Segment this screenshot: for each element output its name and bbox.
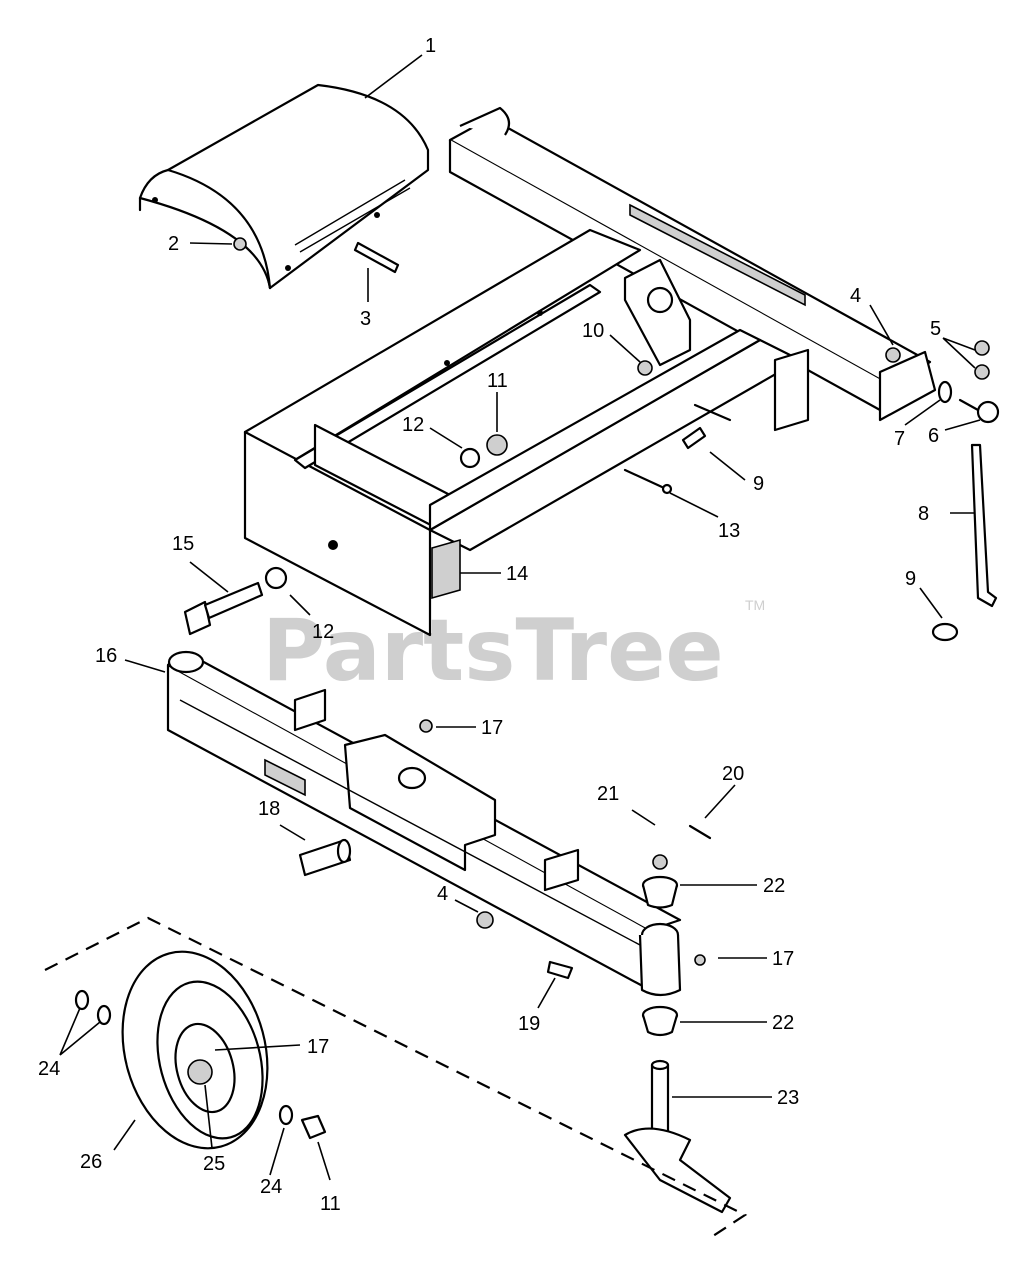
part-18-spacer xyxy=(298,838,352,877)
rear-axle-tube xyxy=(448,106,937,422)
callout-labels: 1 2 3 4 5 10 11 12 9 7 6 13 8 15 14 12 9… xyxy=(38,35,941,1215)
spindle-hardware xyxy=(419,719,712,1037)
part-8-rod xyxy=(970,443,998,608)
callout-17b: 17 xyxy=(772,948,794,970)
callout-10: 10 xyxy=(582,320,604,342)
callout-18: 18 xyxy=(258,798,280,820)
callout-20: 20 xyxy=(722,763,744,785)
hardware-small xyxy=(459,340,1000,495)
watermark-trademark: TM xyxy=(745,597,765,613)
part-2-nut xyxy=(233,237,247,251)
callout-12: 12 xyxy=(402,414,424,436)
part-23-spindle xyxy=(623,1059,732,1214)
callout-12b: 12 xyxy=(312,621,334,643)
part-16-front-axle xyxy=(166,650,682,997)
callout-5: 5 xyxy=(930,318,941,340)
callout-9b: 9 xyxy=(905,568,916,590)
callout-7: 7 xyxy=(894,428,905,450)
callout-3: 3 xyxy=(360,308,371,330)
callout-15: 15 xyxy=(172,533,194,555)
callout-1: 1 xyxy=(425,35,436,57)
callout-14: 14 xyxy=(506,563,528,585)
callout-17c: 17 xyxy=(307,1036,329,1058)
frame-box xyxy=(243,228,810,637)
callout-24b: 24 xyxy=(260,1176,282,1198)
part-1-cover xyxy=(138,83,430,290)
callout-24: 24 xyxy=(38,1058,60,1080)
callout-2: 2 xyxy=(168,233,179,255)
part-9-clip xyxy=(931,622,959,642)
callout-8: 8 xyxy=(918,503,929,525)
callout-26: 26 xyxy=(80,1151,102,1173)
callout-25: 25 xyxy=(203,1153,225,1175)
callout-23: 23 xyxy=(777,1087,799,1109)
callout-11: 11 xyxy=(487,370,508,392)
callout-4b: 4 xyxy=(437,883,448,905)
callout-22b: 22 xyxy=(772,1012,794,1034)
callout-11b: 11 xyxy=(320,1193,341,1215)
callout-13: 13 xyxy=(718,520,740,542)
part-15-bolt xyxy=(183,566,288,636)
callout-21: 21 xyxy=(597,783,619,805)
callout-9: 9 xyxy=(753,473,764,495)
callout-17: 17 xyxy=(481,717,503,739)
callout-22: 22 xyxy=(763,875,785,897)
leader-lines xyxy=(59,54,981,1181)
callout-4: 4 xyxy=(850,285,861,307)
callout-16: 16 xyxy=(95,645,117,667)
part-26-wheel xyxy=(74,950,327,1150)
part-3-pin xyxy=(353,241,400,274)
watermark-text: PartsTree xyxy=(262,601,724,701)
callout-19: 19 xyxy=(518,1013,540,1035)
callout-6: 6 xyxy=(928,425,939,447)
